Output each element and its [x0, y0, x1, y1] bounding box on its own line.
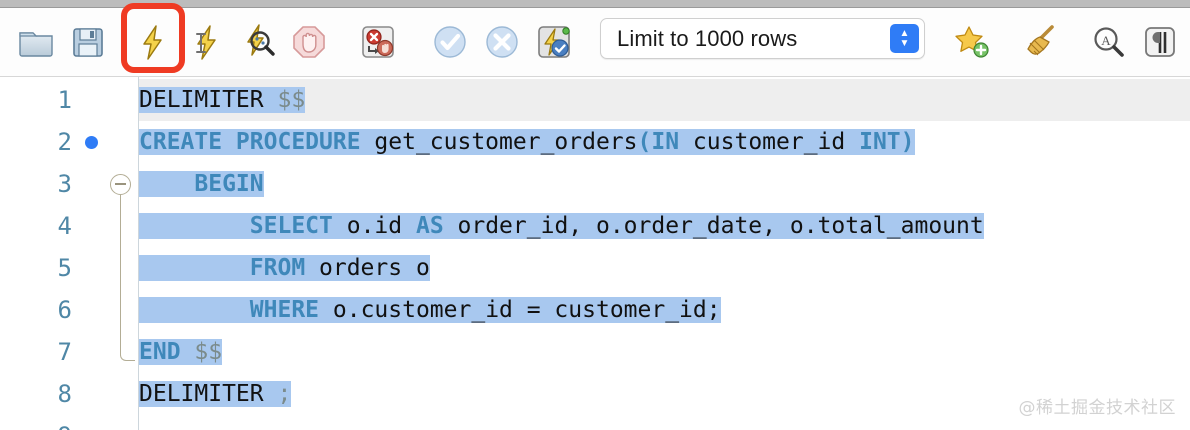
code-token: SELECT — [249, 213, 333, 239]
floppy-save-icon — [68, 22, 108, 62]
stop-button[interactable] — [283, 16, 335, 68]
stop-hand-icon — [289, 22, 329, 62]
code-token: BEGIN — [194, 171, 264, 197]
save-file-button[interactable] — [62, 16, 114, 68]
code-token: $$ — [194, 339, 223, 365]
code-token: FROM — [249, 255, 306, 281]
lightning-magnifier-icon — [237, 22, 277, 62]
code-token: o.id — [332, 213, 416, 239]
code-token — [139, 297, 250, 323]
code-token: CREATE PROCEDURE — [139, 129, 375, 155]
editor-gutter[interactable]: 1 2 3 4 5 6 7 8 9 — [0, 77, 139, 430]
autocommit-button[interactable] — [528, 16, 580, 68]
code-token — [180, 339, 195, 365]
code-fold-toggle-icon[interactable] — [110, 173, 131, 195]
code-token: WHERE — [249, 297, 320, 323]
code-token — [139, 171, 195, 197]
breakpoint-marker[interactable] — [85, 135, 98, 149]
explain-button[interactable] — [231, 16, 283, 68]
row-limit-stepper[interactable]: ▲ ▼ — [890, 24, 919, 53]
sql-editor-toolbar: A Limit to 1000 rows ▲ ▼ — [0, 0, 1190, 77]
toolbar-top-strip — [0, 0, 1190, 7]
code-fold-guide — [119, 194, 122, 350]
code-line[interactable]: SELECT o.id AS order_id, o.order_date, o… — [139, 205, 1190, 247]
line-number: 1 — [57, 86, 72, 114]
line-number: 2 — [57, 128, 72, 156]
code-token: DELIMITER — [139, 87, 278, 113]
wrap-lines-button[interactable] — [1186, 16, 1190, 68]
code-token: get_customer_orders — [374, 129, 638, 155]
code-token: ( — [637, 129, 652, 155]
line-number: 4 — [57, 212, 72, 240]
toolbar-top-divider — [0, 7, 1190, 8]
star-plus-icon — [952, 22, 992, 62]
find-button[interactable]: A — [1082, 16, 1134, 68]
code-line[interactable]: END $$ — [139, 331, 1190, 373]
code-token: order_id, o.order_date, o.total_amount — [443, 213, 984, 239]
svg-text:A: A — [1101, 33, 1111, 48]
toolbar-button-group: A — [0, 8, 1190, 76]
code-token: ; — [277, 381, 292, 407]
row-limit-select[interactable]: Limit to 1000 rows ▲ ▼ — [600, 18, 925, 59]
commit-button[interactable] — [424, 16, 476, 68]
code-line[interactable]: DELIMITER $$ — [139, 79, 1190, 121]
execute-button[interactable] — [127, 16, 179, 68]
code-token: $$ — [277, 87, 306, 113]
code-token: ) — [900, 129, 915, 155]
code-line[interactable]: FROM orders o — [139, 247, 1190, 289]
broom-icon — [1020, 22, 1060, 62]
code-token: END — [139, 339, 181, 365]
current-line-highlight — [139, 79, 1190, 121]
code-token: DELIMITER — [139, 381, 278, 407]
beautify-button[interactable] — [1014, 16, 1066, 68]
code-token: INT — [859, 129, 901, 155]
line-number: 6 — [57, 296, 72, 324]
pilcrow-icon — [1140, 22, 1180, 62]
code-token: o.customer_id = customer_id; — [319, 297, 721, 323]
bookmark-button[interactable] — [946, 16, 998, 68]
line-number: 8 — [57, 380, 72, 408]
line-number: 7 — [57, 338, 72, 366]
code-fold-end-marker — [119, 350, 135, 361]
line-number: 3 — [57, 170, 72, 198]
lightning-bolt-icon — [133, 22, 173, 62]
rollback-button[interactable] — [476, 16, 528, 68]
lightning-cursor-icon — [185, 22, 225, 62]
chevron-up-icon: ▲ — [899, 28, 910, 39]
code-line[interactable]: BEGIN — [139, 163, 1190, 205]
code-token: customer_id — [679, 129, 860, 155]
commit-check-icon — [430, 22, 470, 62]
editor-code-area[interactable]: DELIMITER $$CREATE PROCEDURE get_custome… — [139, 77, 1190, 430]
code-token: orders o — [305, 255, 430, 281]
line-number: 5 — [57, 254, 72, 282]
row-limit-value: Limit to 1000 rows — [617, 26, 798, 51]
line-number: 9 — [0, 415, 72, 430]
code-token: AS — [415, 213, 444, 239]
folder-icon — [16, 22, 56, 62]
invisible-chars-button[interactable] — [1134, 16, 1186, 68]
chevron-down-icon: ▼ — [899, 38, 910, 49]
autocommit-icon — [534, 22, 574, 62]
code-token — [139, 213, 250, 239]
code-token: IN — [651, 129, 680, 155]
magnifier-a-icon: A — [1088, 22, 1128, 62]
sql-code-editor[interactable]: 123456789 DELIMITER $$CREATE PROCEDURE g… — [0, 77, 1190, 430]
rollback-cross-icon — [482, 22, 522, 62]
code-line[interactable]: WHERE o.customer_id = customer_id; — [139, 289, 1190, 331]
stop-on-error-icon — [358, 22, 398, 62]
code-token — [139, 255, 250, 281]
execute-current-button[interactable] — [179, 16, 231, 68]
code-line[interactable] — [139, 415, 1190, 430]
code-line[interactable]: DELIMITER ; — [139, 373, 1190, 415]
code-line[interactable]: CREATE PROCEDURE get_customer_orders(IN … — [139, 121, 1190, 163]
stop-on-error-button[interactable] — [352, 16, 404, 68]
open-file-button[interactable] — [10, 16, 62, 68]
